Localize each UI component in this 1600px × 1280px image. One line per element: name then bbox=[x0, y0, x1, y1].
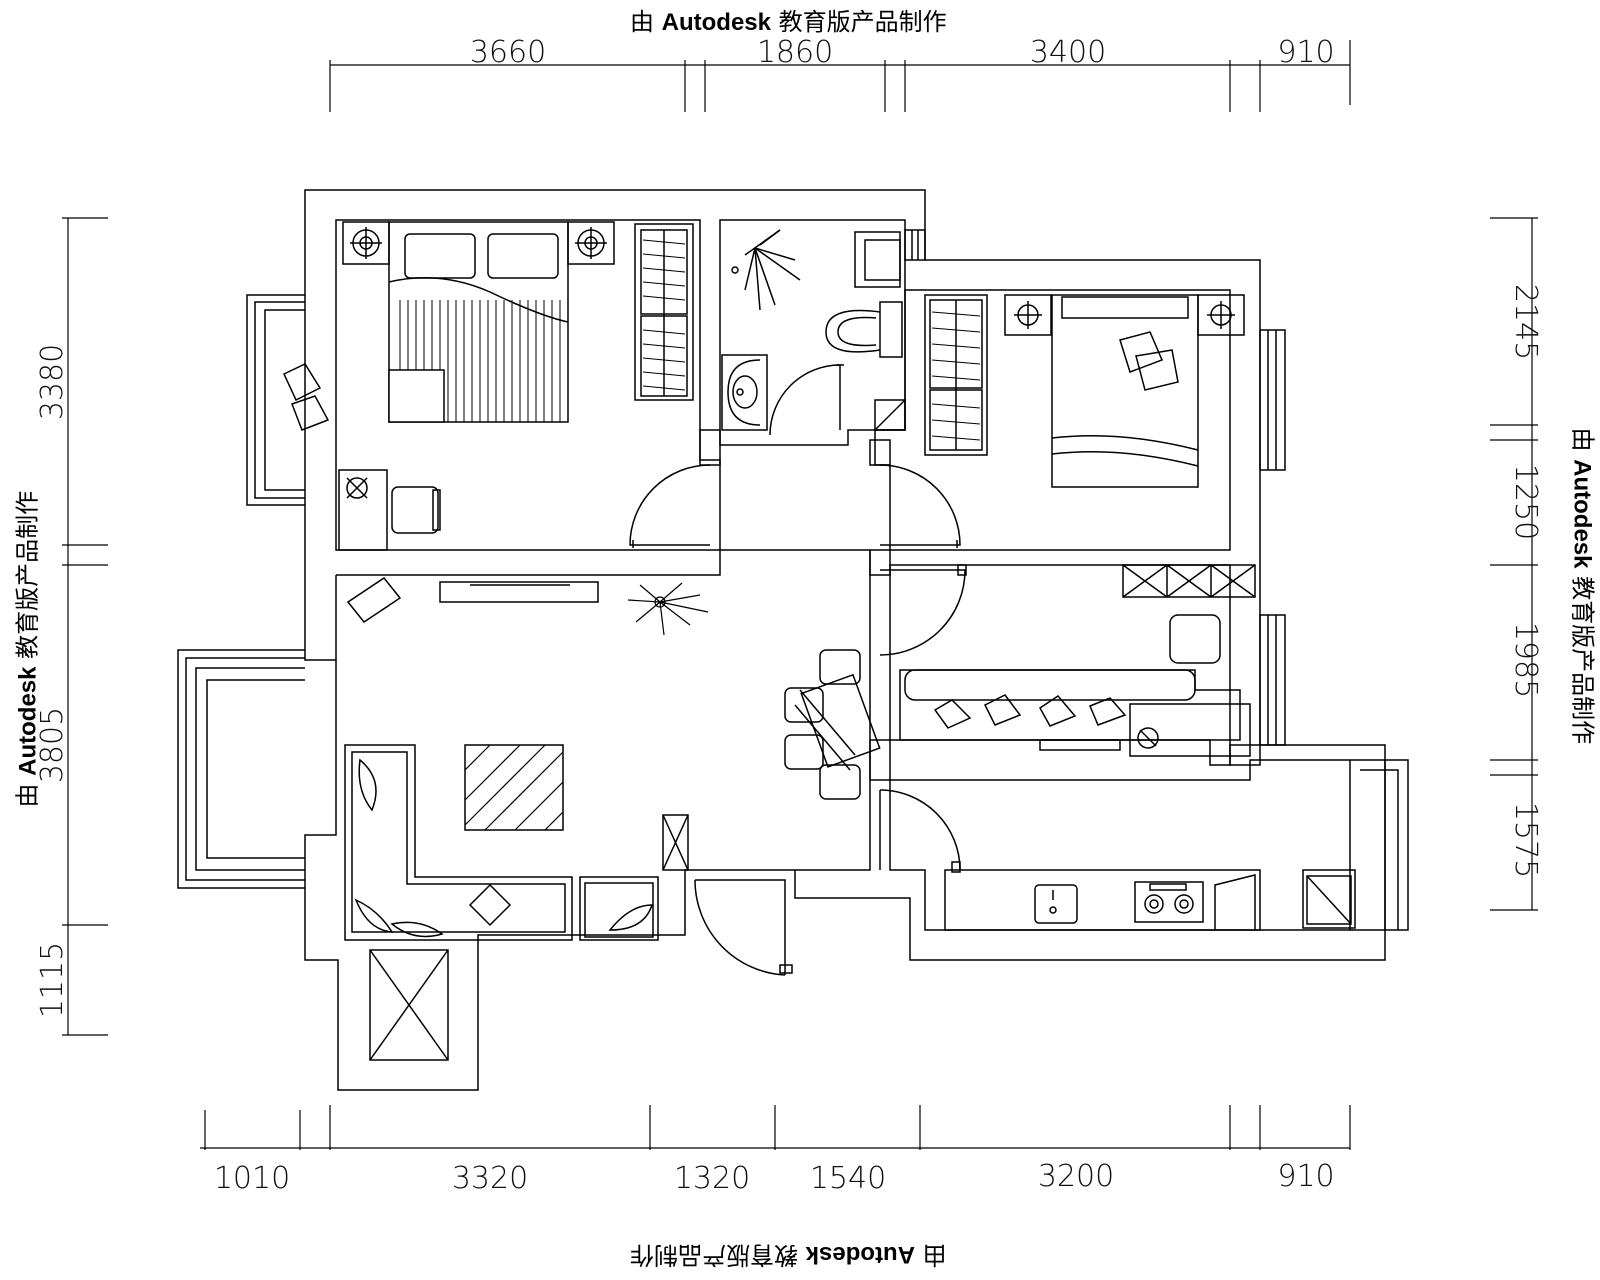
bathroom bbox=[721, 229, 906, 436]
desk bbox=[338, 469, 388, 551]
dim-bottom-6: 910 bbox=[1277, 1159, 1334, 1194]
dim-top-4: 910 bbox=[1277, 35, 1334, 70]
kitchen-sink bbox=[1034, 884, 1078, 924]
kitchen bbox=[879, 789, 1356, 931]
l-sofa bbox=[344, 744, 573, 941]
watermark-top: 由 Autodesk 教育版产品制作 bbox=[630, 8, 947, 36]
armchair bbox=[579, 876, 659, 941]
dim-right-4: 1575 bbox=[1508, 802, 1543, 878]
dim-right-1: 2145 bbox=[1508, 284, 1543, 360]
dim-bottom-1: 1010 bbox=[214, 1161, 290, 1196]
dim-left-2: 3805 bbox=[35, 707, 70, 783]
dining-area bbox=[784, 649, 881, 800]
entrance-storage bbox=[369, 949, 449, 1061]
dim-bottom-2: 3320 bbox=[452, 1161, 528, 1196]
counter bbox=[944, 869, 1261, 931]
desk-chair bbox=[391, 486, 439, 534]
left-balcony bbox=[246, 294, 305, 506]
kitchen-balcony bbox=[1350, 759, 1409, 931]
dim-top-2: 1860 bbox=[757, 35, 833, 70]
dim-right-3: 1985 bbox=[1508, 622, 1543, 698]
balcony-cushions bbox=[283, 363, 330, 431]
coffee-table bbox=[464, 744, 564, 831]
master-bedroom bbox=[338, 221, 711, 551]
double-bed-2 bbox=[1051, 294, 1199, 488]
wardrobe bbox=[634, 223, 694, 401]
dimension-lines bbox=[62, 40, 1538, 1150]
gas-stove bbox=[1134, 881, 1204, 923]
dim-bottom-3: 1320 bbox=[674, 1161, 750, 1196]
dim-bottom-5: 3200 bbox=[1038, 1159, 1114, 1194]
study-room bbox=[879, 564, 1256, 757]
washing-machine bbox=[1302, 869, 1356, 929]
plant bbox=[627, 582, 709, 636]
tv-cabinet bbox=[1129, 703, 1251, 757]
sofa-2 bbox=[899, 669, 1241, 741]
dim-left-3: 1115 bbox=[35, 942, 70, 1018]
dim-left-1: 3380 bbox=[35, 344, 70, 420]
living-room bbox=[344, 576, 793, 976]
dim-bottom-4: 1540 bbox=[810, 1161, 886, 1196]
dim-top-3: 3400 bbox=[1030, 35, 1106, 70]
living-balcony bbox=[177, 649, 305, 889]
dim-right-2: 1250 bbox=[1508, 464, 1543, 540]
second-bedroom bbox=[879, 294, 1245, 548]
wardrobe-2 bbox=[924, 294, 988, 456]
dim-top-1: 3660 bbox=[470, 35, 546, 70]
